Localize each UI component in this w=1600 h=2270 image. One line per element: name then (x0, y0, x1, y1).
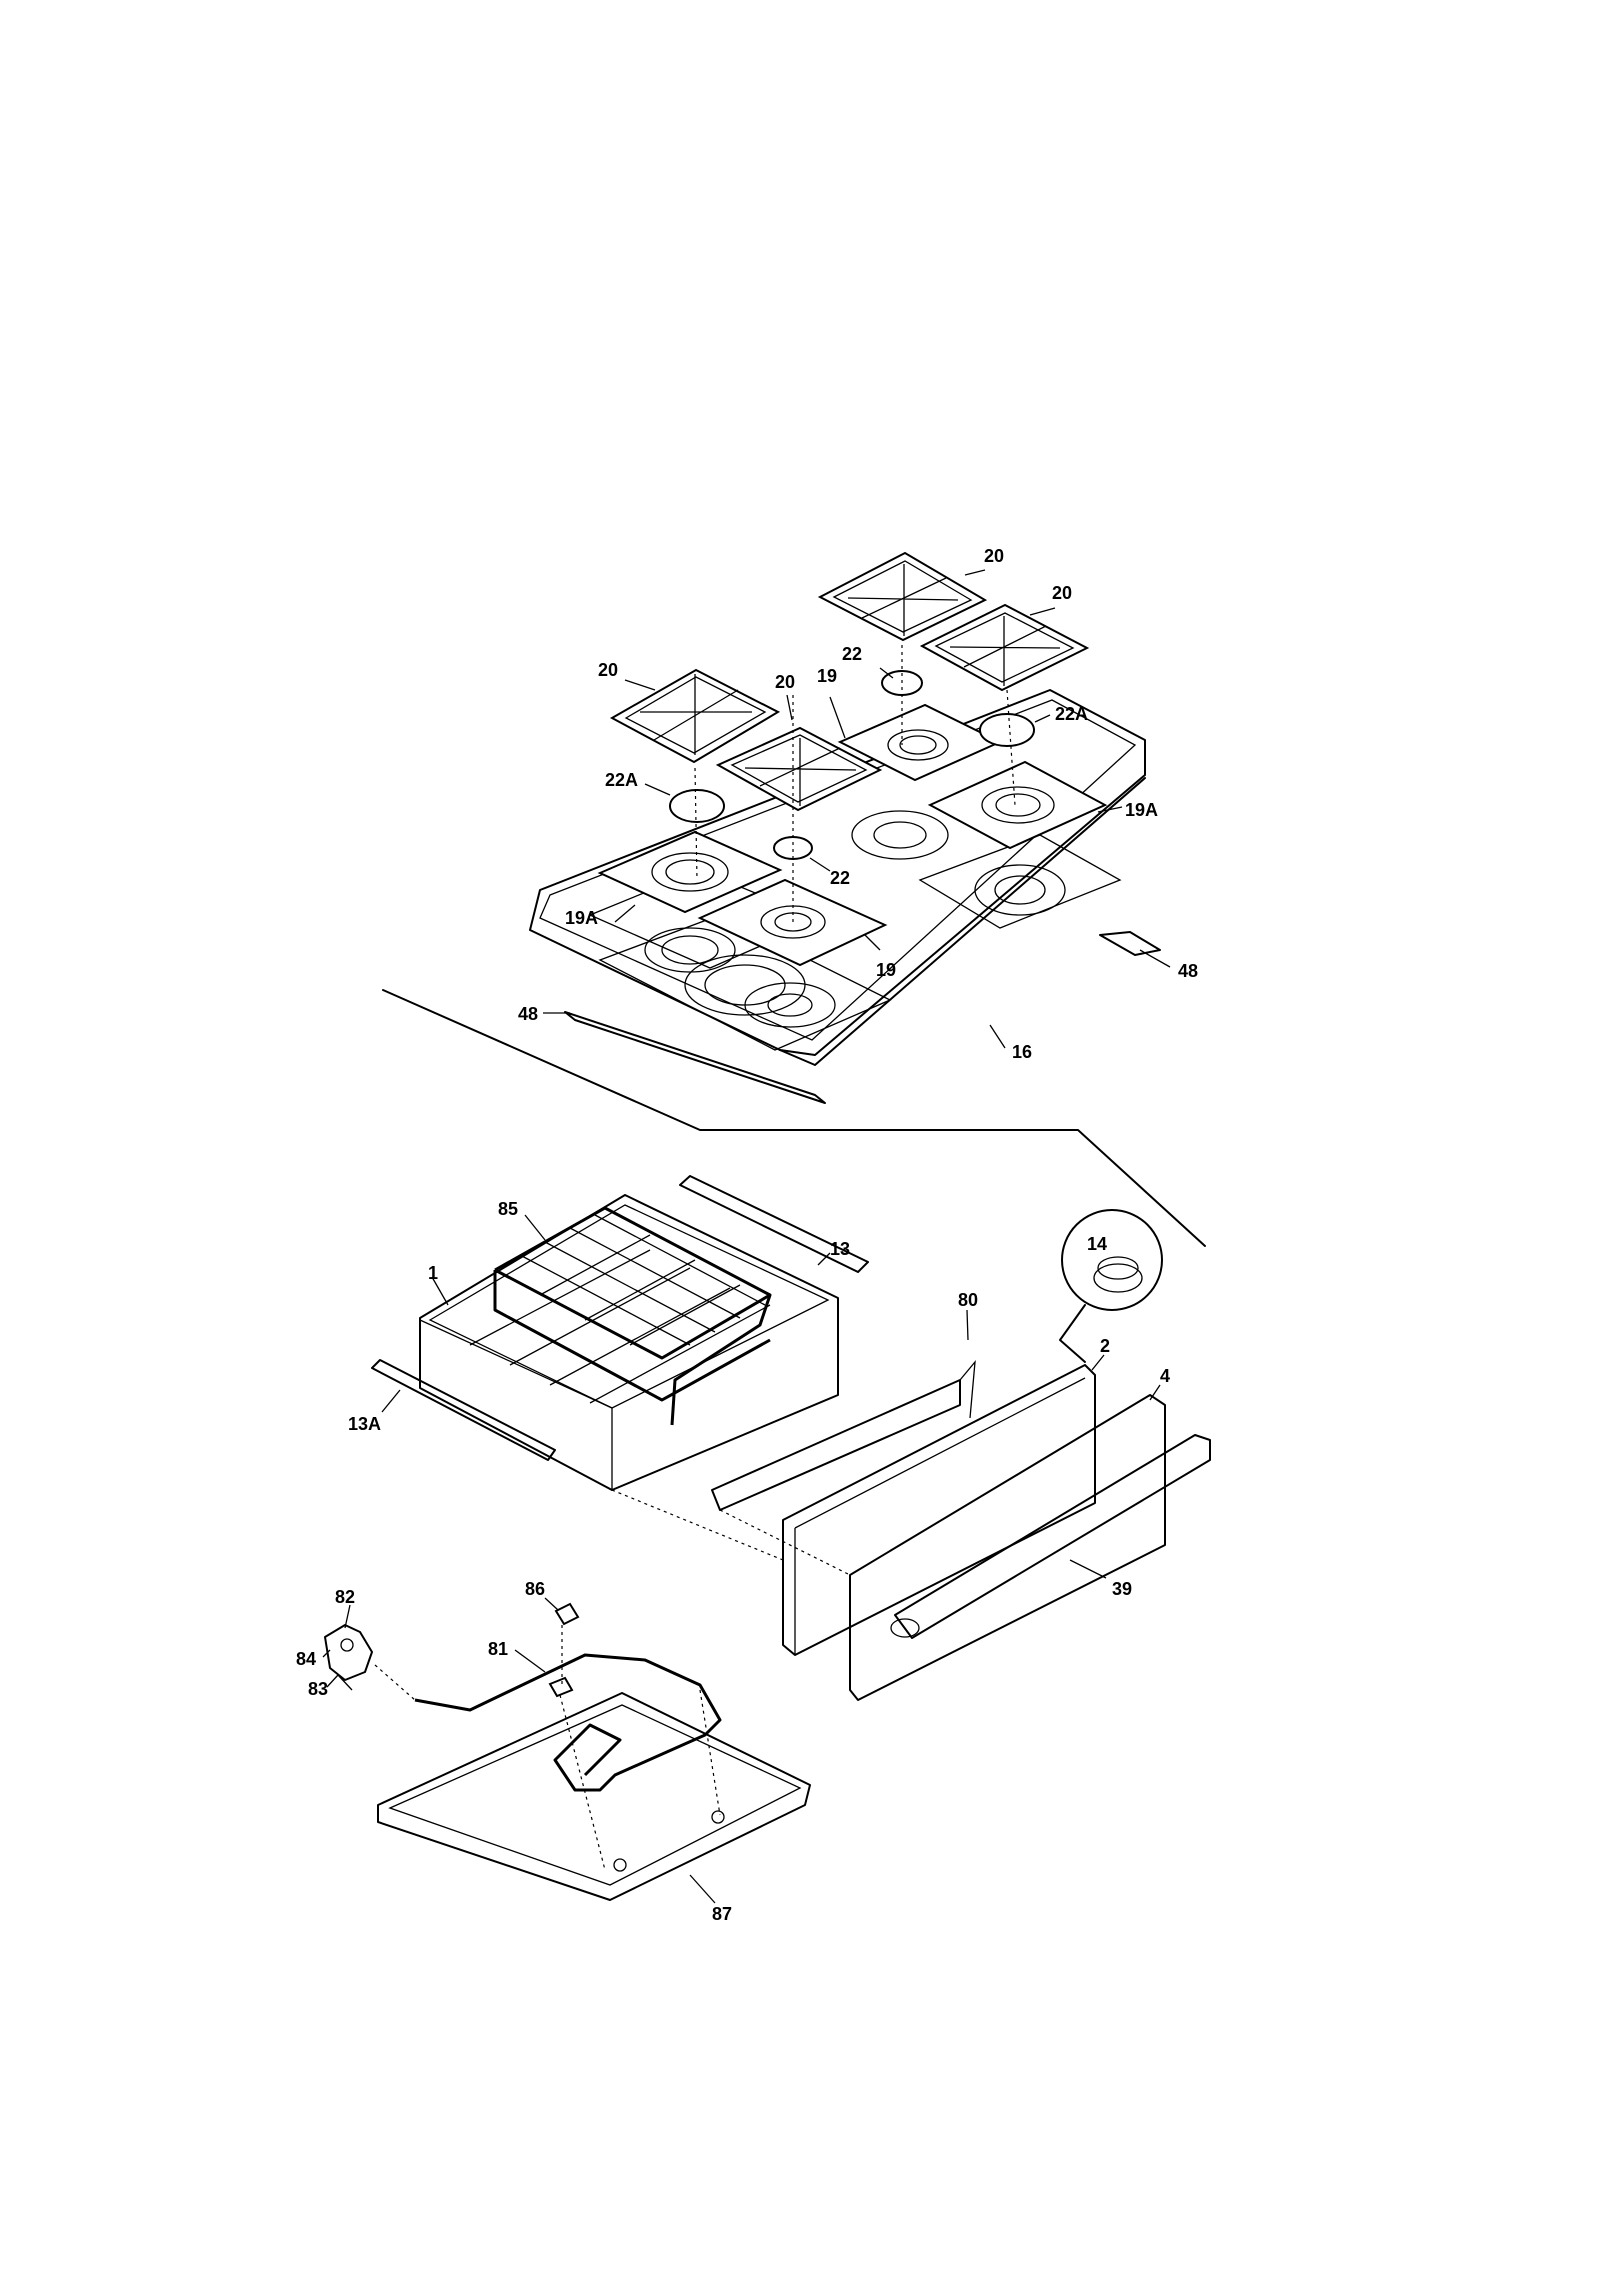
cooktop-main-top (529, 689, 1146, 1056)
drawer-front-2 (782, 1364, 1096, 1656)
callout-c39: 39 (1112, 1579, 1132, 1599)
drawer-body (419, 1194, 839, 1491)
trim-strip-left (564, 1011, 826, 1104)
callout-c2: 2 (1100, 1336, 1110, 1356)
callout-c13: 13 (830, 1239, 850, 1259)
grate-20-right-front (919, 603, 1090, 692)
callout-c19a: 19 (817, 666, 837, 686)
burner-cap-22-center (773, 836, 813, 860)
callout-c85: 85 (498, 1199, 518, 1219)
drawer-floor-ribs (469, 1249, 771, 1404)
element-receptacle-82 (324, 1624, 373, 1681)
oven-bottom-87 (377, 1692, 811, 1901)
grate-20-center (715, 726, 883, 812)
grate-20-left (609, 668, 781, 764)
receptacle-clip-83 (337, 1674, 353, 1691)
callout-c13A: 13A (348, 1414, 381, 1434)
burner-cap-22a-left (669, 789, 725, 823)
broiler-rack (493, 1206, 772, 1426)
callout-c14: 14 (1087, 1234, 1107, 1254)
drawer-front-edge (794, 1377, 1086, 1655)
drawer-corner-edges (419, 1319, 613, 1490)
callout-c22Ab: 22A (1055, 704, 1088, 724)
callout-c86: 86 (525, 1579, 545, 1599)
burner-pan-front-left (598, 914, 892, 1051)
callout-c22a: 22 (842, 644, 862, 664)
element-bracket-lower (548, 1676, 574, 1698)
callout-c80: 80 (958, 1290, 978, 1310)
burner-pan-right-front (918, 834, 1122, 929)
section-divider-line (382, 989, 1206, 1247)
oven-bottom-inner (388, 1704, 802, 1886)
callout-c48a: 48 (1178, 961, 1198, 981)
callout-c20b: 20 (1052, 583, 1072, 603)
drawer-inner-floor (428, 1204, 830, 1409)
callout-c4: 4 (1160, 1366, 1170, 1386)
drawer-slide-13 (679, 1175, 869, 1273)
callout-c20a: 20 (984, 546, 1004, 566)
callout-c84: 84 (296, 1649, 316, 1669)
drawer-handle-bracket (959, 1359, 976, 1419)
callout-c48b: 48 (518, 1004, 538, 1024)
drawer-assembly-centerlines (611, 1489, 851, 1576)
callout-c22Aa: 22A (605, 770, 638, 790)
grate-20-right-rear (817, 551, 988, 642)
knob-detail-pointer (1059, 1304, 1086, 1363)
callout-c82: 82 (335, 1587, 355, 1607)
drawer-handle-end (890, 1618, 920, 1638)
broil-assembly-centerlines (374, 1625, 721, 1871)
callout-c1: 1 (428, 1263, 438, 1283)
broil-assembly (324, 1602, 811, 1901)
burner-cap-22a-right (979, 713, 1035, 747)
callout-c19Ab: 19A (1125, 800, 1158, 820)
callout-c19Aa: 19A (565, 908, 598, 928)
callout-c19b: 19 (876, 960, 896, 980)
drawer-knob-14 (1093, 1263, 1143, 1293)
burner-plate-19a-right (927, 760, 1108, 850)
drawer-handle-39 (894, 1434, 1211, 1639)
drawer-assembly (371, 1175, 1211, 1701)
element-bracket-86 (554, 1602, 580, 1626)
callout-c16: 16 (1012, 1042, 1032, 1062)
callout-leader-lines (322, 569, 1171, 1904)
trim-strip-right (1099, 931, 1161, 956)
callout-c20c: 20 (598, 660, 618, 680)
knob-detail-circle (1061, 1209, 1163, 1311)
burner-plate-19a-left (597, 830, 783, 914)
callout-c81: 81 (488, 1639, 508, 1659)
bake-element-81 (414, 1653, 722, 1792)
drawer-slide-13a (371, 1359, 556, 1461)
callout-c87: 87 (712, 1904, 732, 1924)
callout-c83: 83 (308, 1679, 328, 1699)
receptacle-screw-84 (340, 1638, 354, 1652)
cooktop-assembly (529, 551, 1161, 1104)
callout-c20d: 20 (775, 672, 795, 692)
cooktop-front-lip (779, 777, 1146, 1066)
burner-pan-right-middle (851, 810, 949, 860)
callout-labels: 20 20 20 20 22 22 22A 22A 19 19 19A 19A … (296, 546, 1198, 1924)
callout-c22b: 22 (830, 868, 850, 888)
drawer-front-panel-4 (849, 1394, 1166, 1701)
cooktop-centerlines (694, 645, 1016, 925)
drawer-liner-80 (711, 1379, 961, 1511)
